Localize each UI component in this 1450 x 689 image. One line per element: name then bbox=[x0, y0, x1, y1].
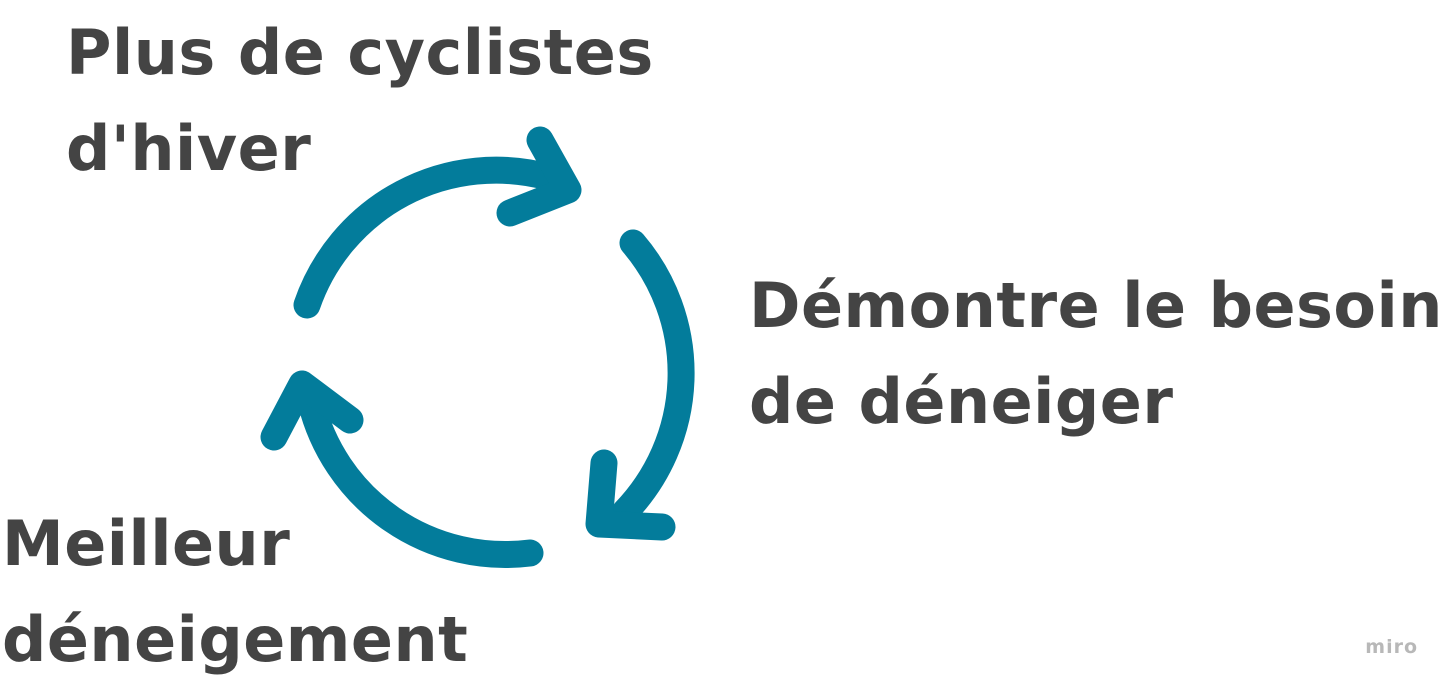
node-label-top-line-1: Plus de cyclistes bbox=[66, 16, 654, 89]
node-label-bottom: Meilleur déneigement bbox=[2, 496, 468, 688]
node-label-top: Plus de cyclistes d'hiver bbox=[66, 5, 654, 197]
node-label-bottom-line-2: déneigement bbox=[2, 603, 469, 676]
node-label-right-line-1: Démontre le besoin bbox=[749, 269, 1443, 342]
miro-watermark: miro bbox=[1365, 636, 1418, 658]
node-label-bottom-line-1: Meilleur bbox=[2, 507, 291, 580]
node-label-top-line-2: d'hiver bbox=[66, 112, 312, 185]
arc-arrow-top bbox=[293, 156, 562, 319]
arrowhead-bottom-icon bbox=[260, 370, 364, 451]
arc-arrow-right bbox=[611, 229, 695, 526]
arc-arrow-bottom bbox=[297, 388, 544, 569]
arrowhead-right-icon bbox=[585, 449, 676, 541]
node-label-right-line-2: de déneiger bbox=[749, 365, 1174, 438]
node-label-right: Démontre le besoin de déneiger bbox=[749, 258, 1443, 450]
arrowhead-top-icon bbox=[496, 126, 582, 227]
